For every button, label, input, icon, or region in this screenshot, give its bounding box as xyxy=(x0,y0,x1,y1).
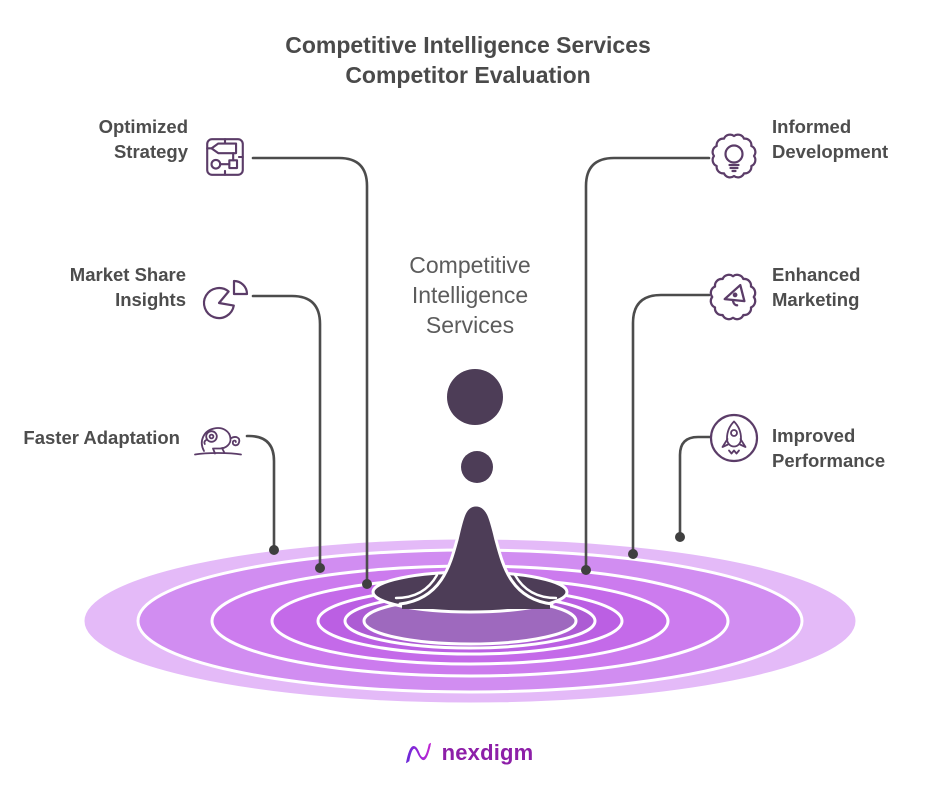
benefit-improved-performance: Improved Performance xyxy=(708,410,936,473)
benefit-label: Improved Performance xyxy=(772,425,886,471)
nexdigm-wave-logo-icon xyxy=(405,742,431,764)
gear-lightbulb-icon xyxy=(711,133,757,179)
strategy-board-icon xyxy=(206,138,244,176)
title-line-1: Competitive Intelligence Services xyxy=(285,32,651,58)
page-title: Competitive Intelligence Services Compet… xyxy=(0,30,936,90)
benefit-informed-development: Informed Development xyxy=(708,112,936,182)
center-label-line-2: Intelligence xyxy=(411,282,529,308)
benefit-optimized-strategy: Optimized Strategy xyxy=(18,112,250,182)
benefit-label: Informed Development xyxy=(772,116,889,162)
center-label-line-3: Services xyxy=(425,312,515,338)
chameleon-icon xyxy=(194,427,242,456)
benefit-faster-adaptation: Faster Adaptation xyxy=(10,410,244,464)
water-droplets xyxy=(447,369,503,483)
center-label-line-1: Competitive xyxy=(409,252,531,278)
brand-footer: nexdigm xyxy=(0,736,936,770)
benefit-enhanced-marketing: Enhanced Marketing xyxy=(706,260,936,324)
badge-megaphone-icon xyxy=(709,273,757,321)
splash-center xyxy=(371,503,569,614)
rocket-circle-icon xyxy=(709,413,759,463)
center-service-label: Competitive Intelligence Services xyxy=(348,250,592,340)
benefit-label: Faster Adaptation xyxy=(23,427,180,448)
benefit-label: Optimized Strategy xyxy=(98,116,188,162)
benefit-market-share-insights: Market Share Insights xyxy=(18,260,250,324)
brand-name: nexdigm xyxy=(441,740,534,765)
benefit-label: Market Share Insights xyxy=(69,264,186,310)
benefit-label: Enhanced Marketing xyxy=(772,264,861,310)
connector-lines xyxy=(245,156,712,589)
title-line-2: Competitor Evaluation xyxy=(345,62,591,88)
pie-chart-icon xyxy=(202,279,249,320)
